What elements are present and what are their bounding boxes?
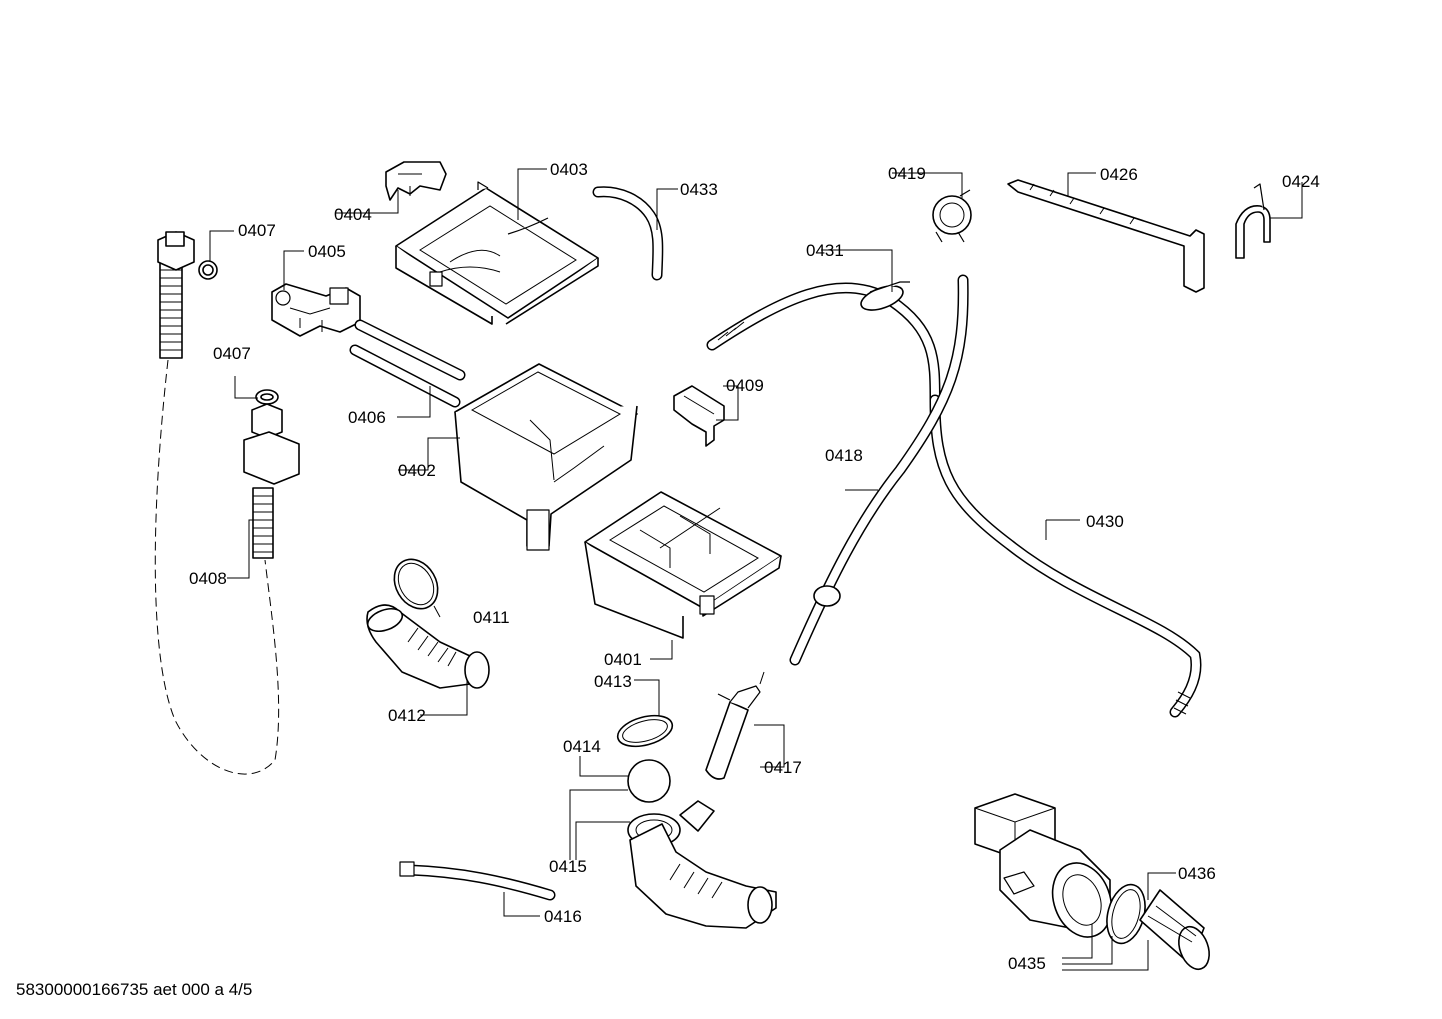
label-0435: 0435	[1008, 954, 1046, 973]
part-tube-0418	[789, 274, 969, 666]
part-dispenser-housing	[454, 363, 638, 551]
part-bellows-hose-0412	[366, 604, 490, 689]
label-0401: 0401	[604, 650, 642, 669]
part-sump-0415	[627, 800, 777, 929]
part-hose-0430	[929, 394, 1202, 718]
label-0407-upper: 0407	[238, 221, 276, 240]
part-seal-0435	[1106, 883, 1146, 945]
part-inlet-hose	[154, 231, 280, 775]
label-0402: 0402	[398, 461, 436, 480]
label-0426: 0426	[1100, 165, 1138, 184]
part-clip-0424	[1235, 183, 1271, 259]
label-0417: 0417	[764, 758, 802, 777]
label-0409: 0409	[726, 376, 764, 395]
part-hose-0431	[706, 281, 941, 406]
label-0418: 0418	[825, 446, 863, 465]
label-0419: 0419	[888, 164, 926, 183]
part-inlet-connector	[243, 389, 300, 559]
label-0415: 0415	[549, 857, 587, 876]
part-pressure-switch	[932, 189, 972, 243]
label-0413: 0413	[594, 672, 632, 691]
label-0412: 0412	[388, 706, 426, 725]
part-filter-0436	[1139, 889, 1210, 971]
label-0433: 0433	[680, 180, 718, 199]
part-dispenser-frame	[395, 181, 599, 325]
label-0411: 0411	[473, 608, 510, 627]
leader-lines	[209, 168, 1303, 971]
label-0406: 0406	[348, 408, 386, 427]
label-0408: 0408	[189, 569, 227, 588]
label-0436: 0436	[1178, 864, 1216, 883]
callout-labels: 0403 0404 0407 0405 0433 0419 0426 0424 …	[189, 160, 1320, 973]
part-hose-0416	[399, 861, 556, 901]
label-0431: 0431	[806, 241, 844, 260]
part-0409	[673, 385, 725, 447]
label-0407-lower: 0407	[213, 344, 251, 363]
document-id-footer: 58300000166735 aet 000 a 4/5	[16, 980, 253, 999]
part-tube-0433	[592, 186, 664, 281]
label-0416: 0416	[544, 907, 582, 926]
part-bracket-0426	[1007, 179, 1205, 293]
part-ball-0414	[627, 759, 671, 803]
part-0404	[385, 161, 447, 201]
part-sensor-0417	[705, 671, 765, 780]
part-valve	[271, 283, 361, 337]
part-seal-0411	[393, 558, 439, 610]
part-drain-pump	[974, 793, 1113, 938]
part-detergent-drawer	[584, 491, 782, 639]
label-0424: 0424	[1282, 172, 1320, 191]
label-0404: 0404	[334, 205, 372, 224]
label-0414: 0414	[563, 737, 601, 756]
part-rods	[349, 319, 466, 408]
part-seal-0413	[616, 714, 674, 748]
label-0405: 0405	[308, 242, 346, 261]
label-0430: 0430	[1086, 512, 1124, 531]
label-0403: 0403	[550, 160, 588, 179]
